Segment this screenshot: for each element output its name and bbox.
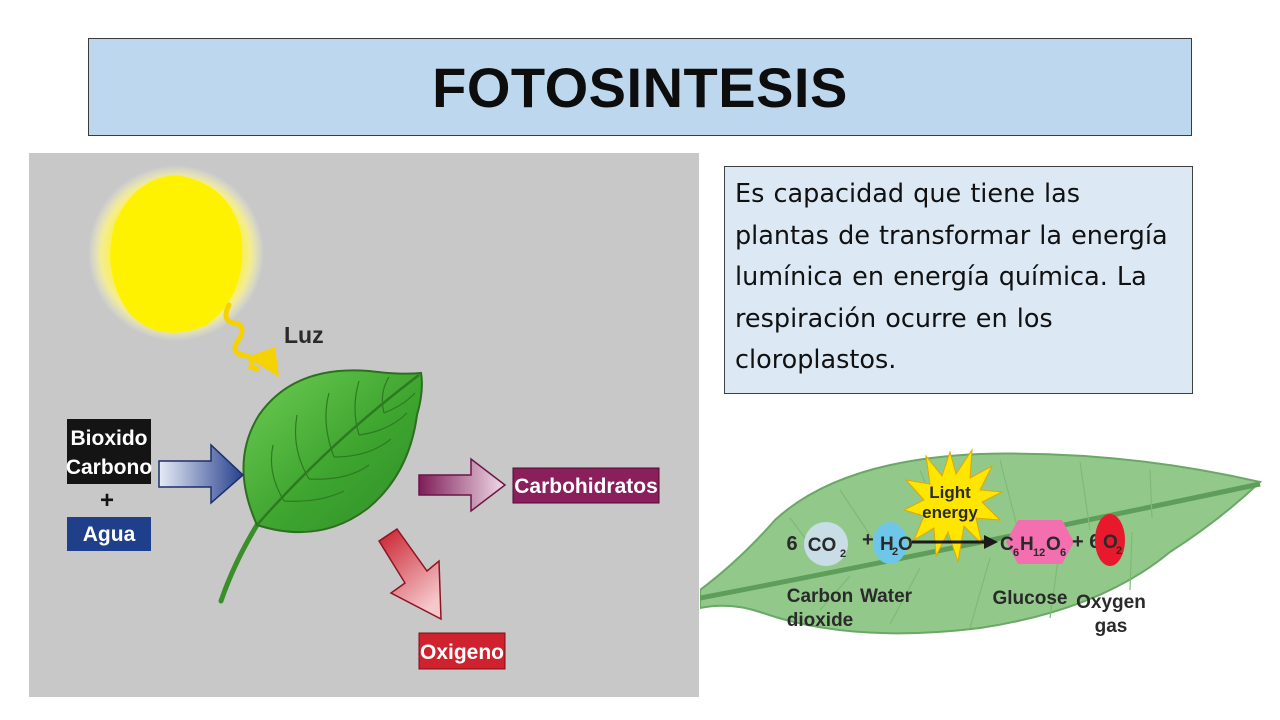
co2-coefficient: 6 [786, 533, 797, 555]
luz-label: Luz [284, 322, 324, 348]
light-ray-arrow [223, 302, 279, 377]
sun-icon [88, 165, 264, 341]
glucose-h: H [1020, 534, 1034, 555]
definition-text: Es capacidad que tiene las plantas de tr… [735, 179, 1168, 375]
slide-title: FOTOSINTESIS [432, 55, 848, 119]
agua-box [67, 517, 151, 551]
o2-formula: O [1103, 532, 1118, 553]
carbohidratos-label: Carbohidratos [514, 475, 658, 498]
leaf-icon [218, 369, 423, 604]
dioxide-label: dioxide [787, 610, 854, 631]
co2-subscript: 2 [840, 548, 846, 560]
input-arrow [158, 443, 245, 505]
glucose-o-subscript: 6 [1060, 547, 1066, 559]
glucose-o: O [1046, 534, 1061, 555]
reaction-arrowhead [984, 535, 998, 549]
energy-label: energy [922, 503, 978, 522]
h2o-subscript: 2 [892, 546, 898, 558]
plus-6-oxygen: + 6 [1072, 531, 1100, 553]
carbon-label: Carbon [787, 586, 854, 607]
oxigeno-label: Oxigeno [420, 641, 504, 664]
oxygen-label: Oxygen [1076, 592, 1146, 613]
gas-label: gas [1095, 616, 1128, 637]
light-label: Light [929, 483, 971, 502]
h2o-o: O [898, 534, 913, 555]
photosynthesis-leaf-diagram: Luz Bioxido Carbono + Agua Carbohidratos… [29, 153, 699, 697]
bioxido-label: Bioxido [71, 427, 148, 450]
o2-circle [1095, 514, 1125, 566]
glucose-hexagon [1006, 520, 1074, 564]
oxigeno-box [418, 632, 506, 670]
water-label: Water [860, 586, 913, 607]
glucose-c: C [1000, 534, 1014, 555]
light-energy-burst-icon [902, 448, 1004, 563]
carbohidratos-box [512, 467, 660, 504]
co2-circle [804, 522, 848, 566]
h2o-h: H [880, 534, 894, 555]
carbono-label: Carbono [66, 456, 152, 479]
bioxido-carbono-box [67, 419, 151, 484]
title-box: FOTOSINTESIS [88, 38, 1192, 136]
photosynthesis-equation-diagram: 6 CO 2 + 6 H 2 O Light energy C 6 H 12 O… [700, 448, 1263, 637]
o2-subscript: 2 [1116, 545, 1122, 557]
oxigeno-arrow [377, 527, 442, 621]
glucose-c-subscript: 6 [1013, 547, 1019, 559]
glucose-label: Glucose [993, 588, 1068, 609]
h2o-circle [873, 522, 907, 564]
carbohidratos-arrow [418, 457, 507, 513]
glucose-h-subscript: 12 [1033, 547, 1045, 559]
co2-formula: CO [808, 535, 837, 556]
definition-box: Es capacidad que tiene las plantas de tr… [724, 166, 1193, 394]
plus-sign: + [100, 487, 114, 514]
agua-label: Agua [83, 523, 136, 546]
